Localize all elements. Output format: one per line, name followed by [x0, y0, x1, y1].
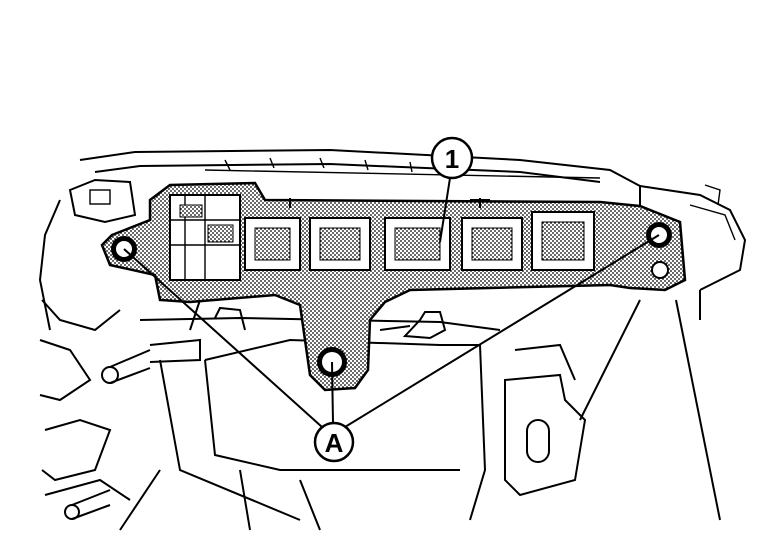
callout-part-1: 1 — [430, 136, 474, 180]
control-module-assembly — [100, 181, 687, 392]
leader-lines — [123, 177, 660, 428]
callout-fastener-a: A — [313, 421, 355, 463]
callout-1-label: 1 — [445, 144, 459, 174]
callout-a-label: A — [325, 428, 344, 458]
connector-row — [244, 211, 595, 271]
